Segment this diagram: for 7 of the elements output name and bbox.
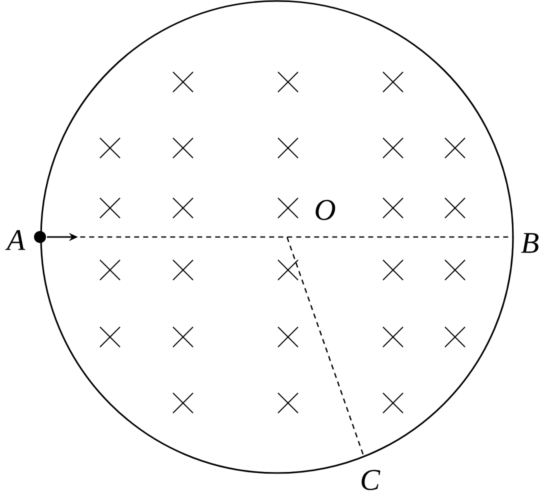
point (34, 231, 46, 243)
point-label: A (5, 230, 26, 250)
point-label: C (362, 470, 380, 490)
dashed-line (286, 236, 364, 457)
point-label: O (316, 200, 336, 220)
dashed-line (80, 236, 513, 238)
point-label: B (521, 233, 539, 253)
